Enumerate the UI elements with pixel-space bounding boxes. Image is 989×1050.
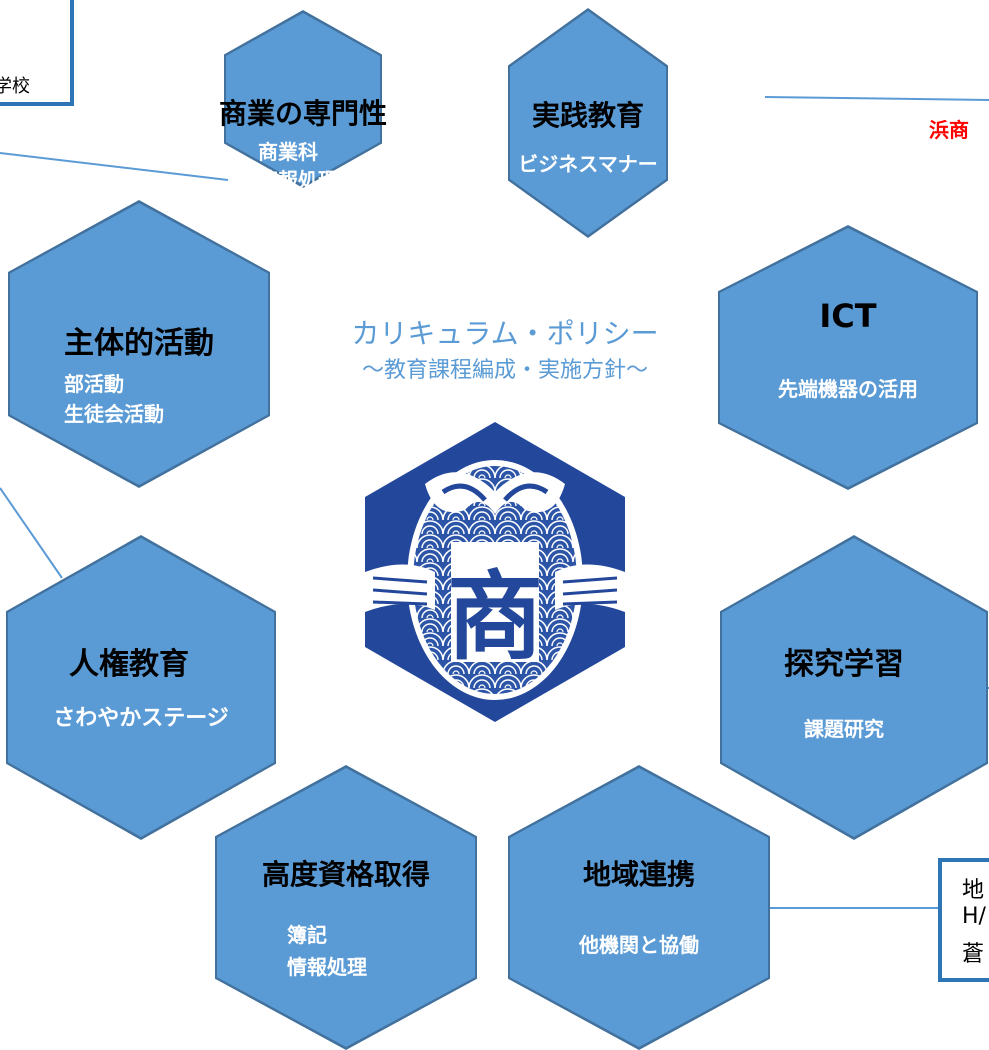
top-left-box: 学校 <box>0 0 74 106</box>
hex-practice-sub-1: ビジネスマナー <box>518 152 658 176</box>
bottom-right-line-2: H/ <box>962 904 986 929</box>
hex-human-rights: 人権教育 さわやかステージ <box>6 535 276 840</box>
hex-human-rights-title: 人権教育 <box>69 647 189 682</box>
hex-inquiry-title: 探究学習 <box>784 647 904 682</box>
hex-qualification: 高度資格取得 簿記 情報処理 <box>215 765 477 1050</box>
connector-top-right <box>764 96 989 101</box>
hex-qualification-title: 高度資格取得 <box>261 858 430 891</box>
hex-community: 地域連携 他機関と協働 <box>508 765 770 1050</box>
hex-human-rights-sub-1: さわやかステージ <box>53 706 229 731</box>
hex-qualification-sub-1: 簿記 <box>287 923 327 947</box>
hex-inquiry-sub-1: 課題研究 <box>804 717 884 741</box>
hex-commerce-sub-1: 商業科 <box>258 140 318 164</box>
hex-independent-sub-1: 部活動 <box>64 372 124 396</box>
hex-community-sub-1: 他機関と協働 <box>579 933 699 957</box>
hex-ict: ICT 先端機器の活用 <box>718 225 978 490</box>
emblem-glyph: 商 <box>447 561 543 673</box>
school-emblem: 商 <box>365 422 625 722</box>
hex-commerce-title: 商業の専門性 <box>218 97 387 130</box>
policy-title: カリキュラム・ポリシー <box>351 317 659 350</box>
connector-left <box>0 487 63 579</box>
hex-commerce-sub-2: 情報処理科 <box>258 168 358 192</box>
top-right-note: 浜商 <box>929 118 969 142</box>
hex-community-title: 地域連携 <box>582 858 695 891</box>
connector-top-left <box>0 152 229 181</box>
hex-practice-title: 実践教育 <box>531 99 644 132</box>
hex-practice: 実践教育 ビジネスマナー <box>508 8 668 238</box>
bottom-right-line-1: 地 <box>962 878 985 903</box>
hex-ict-sub-1: 先端機器の活用 <box>778 377 918 401</box>
hex-qualification-sub-2: 情報処理 <box>287 955 367 979</box>
hex-commerce: 商業の専門性 商業科 情報処理科 <box>219 10 387 192</box>
hex-inquiry: 探究学習 課題研究 <box>720 535 988 840</box>
bottom-right-box: 地 H/ 蒼 <box>938 858 989 982</box>
hex-independent: 主体的活動 部活動 生徒会活動 <box>8 200 270 488</box>
hex-ict-title: ICT <box>819 297 877 335</box>
hex-independent-title: 主体的活動 <box>64 326 214 361</box>
policy-subtitle: ～教育課程編成・実施方針～ <box>361 358 648 383</box>
bottom-right-line-3: 蒼 <box>962 942 985 967</box>
hex-independent-sub-2: 生徒会活動 <box>64 402 164 426</box>
top-left-box-text: 学校 <box>0 76 30 97</box>
